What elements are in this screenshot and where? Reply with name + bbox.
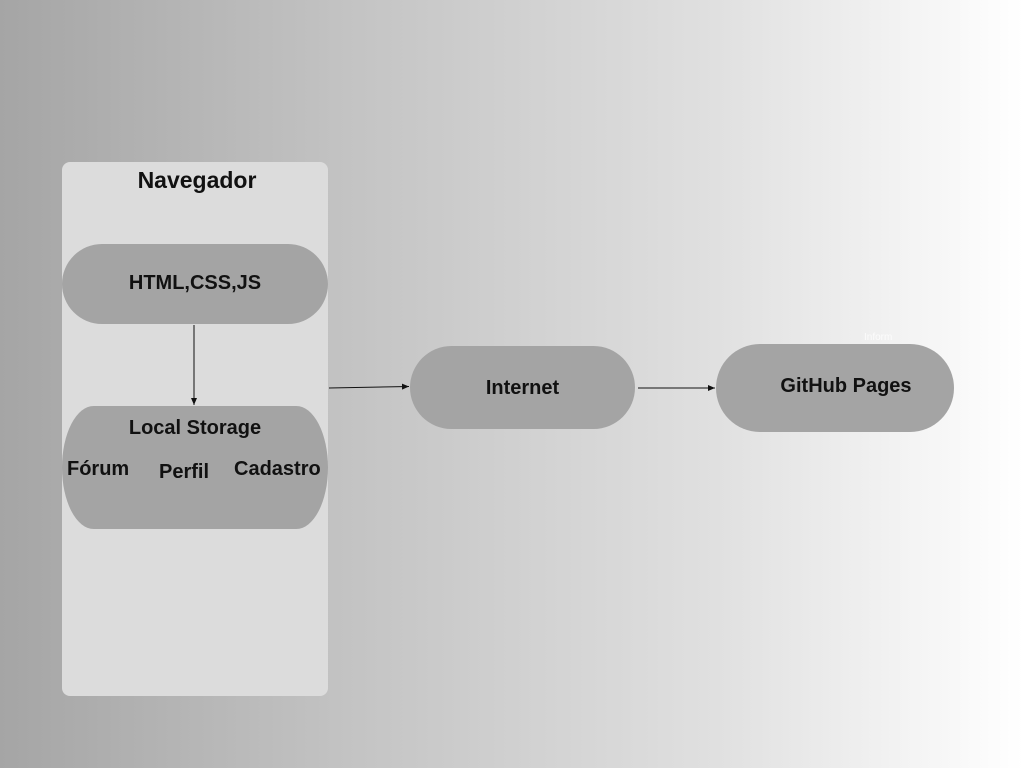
tech-stack-node: HTML,CSS,JS <box>62 244 328 324</box>
local-storage-title: Local Storage <box>128 417 262 439</box>
faint-inform-label: Inform <box>864 332 893 343</box>
storage-item-cadastro: Cadastro <box>234 458 321 480</box>
local-storage-node <box>62 406 328 529</box>
browser-title: Navegador <box>137 167 257 193</box>
arrow-browser-to-internet <box>328 383 410 390</box>
storage-item-perfil: Perfil <box>159 461 210 483</box>
storage-item-forum: Fórum <box>67 458 130 480</box>
tech-stack-label: HTML,CSS,JS <box>128 271 262 294</box>
internet-node: Internet <box>410 346 635 429</box>
github-pages-node: GitHub Pages <box>716 344 954 432</box>
github-pages-label: GitHub Pages <box>780 374 912 397</box>
internet-label: Internet <box>485 377 560 399</box>
